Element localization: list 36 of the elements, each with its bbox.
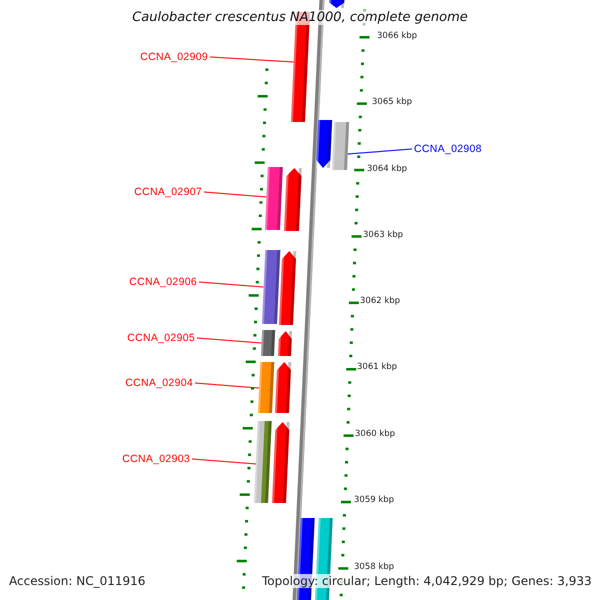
gene-block	[265, 167, 283, 230]
scale-label: 3065 kbp	[372, 97, 412, 107]
leader-line	[347, 148, 412, 154]
gene-block	[260, 330, 275, 356]
scale-label: 3062 kbp	[360, 296, 400, 306]
gene-block	[272, 422, 290, 503]
leader-line	[198, 282, 264, 288]
gene-block	[262, 250, 280, 324]
gene-label: CCNA_02909	[140, 51, 208, 63]
scale-label: 3059 kbp	[354, 495, 394, 505]
scale-label: 3060 kbp	[355, 429, 396, 439]
gene-label: CCNA_02906	[129, 276, 197, 288]
gene-block	[278, 331, 292, 356]
leader-line	[196, 338, 262, 344]
gene-label: CCNA_02905	[127, 332, 195, 344]
gene-block	[316, 120, 332, 168]
leader-line	[194, 382, 260, 388]
gene-block	[274, 362, 291, 413]
gene-label: CCNA_02903	[122, 453, 190, 465]
gene-label: CCNA_02907	[134, 186, 202, 198]
gene-block	[284, 168, 302, 231]
leader-line	[204, 192, 268, 198]
gene-block	[258, 362, 274, 413]
leader-line	[192, 458, 257, 464]
gene-block	[332, 122, 349, 170]
scale-label: 3064 kbp	[367, 164, 408, 174]
gene-block	[278, 251, 296, 325]
gene-block	[254, 421, 272, 503]
scale-label: 3061 kbp	[357, 362, 398, 372]
scale-label: 3066 kbp	[377, 31, 418, 41]
scale-label: 3058 kbp	[354, 562, 394, 572]
accession-text: Accession: NC_011916	[9, 574, 146, 588]
leader-line	[210, 56, 294, 62]
gene-label: CCNA_02908	[414, 143, 482, 155]
scale-label: 3063 kbp	[363, 230, 404, 240]
gene-label: CCNA_02904	[125, 377, 193, 389]
